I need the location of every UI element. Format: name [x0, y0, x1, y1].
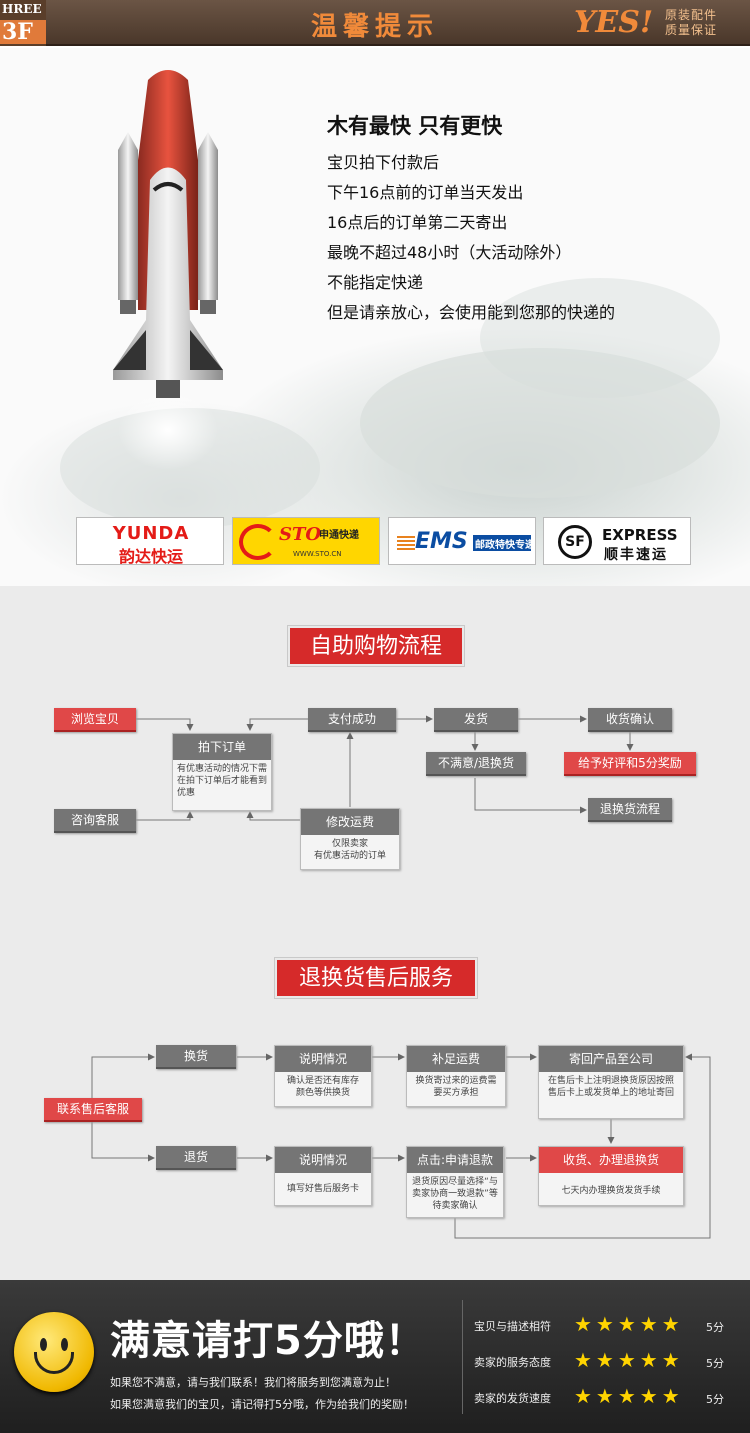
quality-slogan-line1: 原装配件	[665, 8, 718, 22]
rating-score: 5分	[706, 1393, 724, 1406]
flow-process: 收货、办理退换货	[539, 1147, 683, 1173]
flow-receive: 收货确认	[588, 708, 672, 732]
yunda-logo: YUNDA 韵达快运	[76, 517, 224, 565]
yunda-logo-cn: 韵达快运	[118, 547, 183, 565]
rating-line-2: 如果您满意我们的宝贝，请记得打5分哦，作为给我们的奖励！	[110, 1398, 414, 1411]
sto-swirl-icon	[239, 524, 277, 560]
flow-modify-card: 修改运费 仅限卖家 有优惠活动的订单	[300, 808, 400, 870]
top-banner: HREE 3F 温馨提示 YES! 原装配件 质量保证	[0, 0, 750, 46]
aftersale-title: 退换货售后服务	[275, 958, 477, 998]
flow-refund: 退货	[156, 1146, 236, 1170]
flow-apply: 点击:申请退款	[407, 1147, 503, 1173]
flow-exchange: 换货	[156, 1045, 236, 1069]
ems-logo-cn: 邮政特快专递	[475, 540, 535, 551]
flow-process-card: 收货、办理退换货 七天内办理换货发货手续	[538, 1146, 684, 1206]
rating-label: 宝贝与描述相符	[474, 1320, 551, 1333]
smiley-eye	[61, 1338, 68, 1351]
floor-sub-label: HREE	[2, 2, 42, 16]
rating-score: 5分	[706, 1321, 724, 1334]
quality-slogan: 原装配件 质量保证	[665, 8, 717, 38]
rating-label: 卖家的发货速度	[474, 1392, 551, 1405]
rating-stars-icon: ★★★★★	[574, 1384, 684, 1408]
rating-row: 宝贝与描述相符 ★★★★★ 5分	[474, 1312, 734, 1336]
smiley-icon	[14, 1312, 94, 1392]
smiley-eye	[40, 1338, 47, 1351]
quality-slogan-line2: 质量保证	[665, 23, 718, 37]
flow-process-note: 七天内办理换货发货手续	[561, 1186, 661, 1196]
flow-modify-note-2: 有优惠活动的订单	[313, 851, 386, 861]
rating-stars-icon: ★★★★★	[574, 1348, 684, 1372]
shipping-rule: 最晚不超过48小时（大活动除外）	[327, 243, 572, 262]
flow-ship: 发货	[434, 708, 518, 732]
cloud-shape	[480, 278, 720, 398]
flow-sendback: 寄回产品至公司	[539, 1046, 683, 1072]
yunda-logo-en: YUNDA	[112, 523, 190, 544]
rating-divider	[462, 1300, 463, 1414]
flow-explain2-note: 填写好售后服务卡	[286, 1184, 359, 1194]
rating-headline: 满意请打5分哦！	[110, 1318, 426, 1364]
sf-logo-en: EXPRESS	[602, 526, 678, 544]
shipping-rules: 宝贝拍下付款后 下午16点前的订单当天发出 16点后的订单第二天寄出 最晚不超过…	[327, 148, 615, 328]
flow-contact: 联系售后客服	[44, 1098, 142, 1122]
shipping-rule: 不能指定快递	[327, 273, 424, 292]
ems-logo-en: EMS	[415, 529, 468, 554]
flow-postage: 补足运费	[407, 1046, 505, 1072]
flow-unhappy: 不满意/退换货	[426, 752, 526, 776]
smiley-mouth	[34, 1352, 74, 1374]
shipping-slogan: 木有最快 只有更快	[327, 114, 503, 138]
rating-stars-icon: ★★★★★	[574, 1312, 684, 1336]
flow-explain1-note: 确认是否还有库存颜色等供换货	[286, 1076, 359, 1098]
cloud-shape	[360, 348, 720, 498]
sto-logo-url: WWW.STO.CN	[293, 550, 342, 558]
ems-logo: EMS 邮政特快专递	[388, 517, 536, 565]
flow-return: 退换货流程	[588, 798, 672, 822]
flow-explain2-card: 说明情况 填写好售后服务卡	[274, 1146, 372, 1206]
sto-logo: STO 申通快递 WWW.STO.CN	[232, 517, 380, 565]
sto-logo-en: STO	[279, 524, 322, 545]
shopping-flow-title: 自助购物流程	[288, 626, 464, 666]
flow-explain1: 说明情况	[275, 1046, 371, 1072]
flow-consult: 咨询客服	[54, 809, 136, 833]
rating-score: 5分	[706, 1357, 724, 1370]
space-shuttle-icon	[113, 70, 223, 470]
flow-browse: 浏览宝贝	[54, 708, 136, 732]
rating-row: 卖家的发货速度 ★★★★★ 5分	[474, 1384, 734, 1408]
flow-explain2: 说明情况	[275, 1147, 371, 1173]
rating-label: 卖家的服务态度	[474, 1356, 551, 1369]
flow-apply-card: 点击:申请退款 退货原因尽量选择“与卖家协商一致退款”等待卖家确认	[406, 1146, 504, 1218]
floor-number: 3F	[0, 20, 46, 44]
flow-order-note: 有优惠活动的情况下需在拍下订单后才能看到优惠	[177, 764, 268, 798]
sf-logo-cn: 顺丰速运	[604, 547, 668, 563]
shipping-rule: 宝贝拍下付款后	[327, 153, 440, 172]
flow-modify-note: 仅限卖家 有优惠活动的订单	[303, 838, 397, 862]
flow-sendback-card: 寄回产品至公司 在售后卡上注明退换货原因按照售后卡上或发货单上的地址寄回	[538, 1045, 684, 1119]
sto-logo-cn: 申通快递	[319, 530, 359, 541]
shipping-rule: 16点后的订单第二天寄出	[327, 213, 508, 232]
flow-apply-note: 退货原因尽量选择“与卖家协商一致退款”等待卖家确认	[412, 1177, 498, 1211]
floor-badge: HREE 3F	[0, 0, 46, 46]
flow-postage-note: 换货寄过来的运费需要买方承担	[415, 1076, 497, 1098]
flow-review: 给予好评和5分奖励	[564, 752, 696, 776]
flow-sendback-note: 在售后卡上注明退换货原因按照售后卡上或发货单上的地址寄回	[547, 1076, 674, 1098]
flow-modify-note-1: 仅限卖家	[331, 839, 368, 849]
flow-postage-card: 补足运费 换货寄过来的运费需要买方承担	[406, 1045, 506, 1107]
ems-speed-icon	[397, 536, 415, 550]
flow-order-card: 拍下订单 有优惠活动的情况下需在拍下订单后才能看到优惠	[172, 733, 272, 811]
flow-explain1-card: 说明情况 确认是否还有库存颜色等供换货	[274, 1045, 372, 1107]
shipping-rule: 下午16点前的订单当天发出	[327, 183, 524, 202]
flow-pay: 支付成功	[308, 708, 396, 732]
ems-logo-bar	[473, 535, 531, 551]
flow-modify: 修改运费	[301, 809, 399, 835]
rating-line-1: 如果您不满意，请与我们联系！我们将服务到您满意为止！	[110, 1376, 396, 1389]
shipping-rule: 但是请亲放心，会使用能到您那的快递的	[327, 303, 616, 322]
flow-order: 拍下订单	[173, 734, 271, 760]
yes-logo: YES!	[574, 5, 654, 40]
sf-mark-icon: SF	[558, 525, 592, 559]
rating-footer: 满意请打5分哦！ 如果您不满意，请与我们联系！我们将服务到您满意为止！ 如果您满…	[0, 1280, 750, 1433]
page-title: 温馨提示	[310, 12, 439, 42]
sf-logo: SF EXPRESS 顺丰速运	[543, 517, 691, 565]
rating-row: 卖家的服务态度 ★★★★★ 5分	[474, 1348, 734, 1372]
